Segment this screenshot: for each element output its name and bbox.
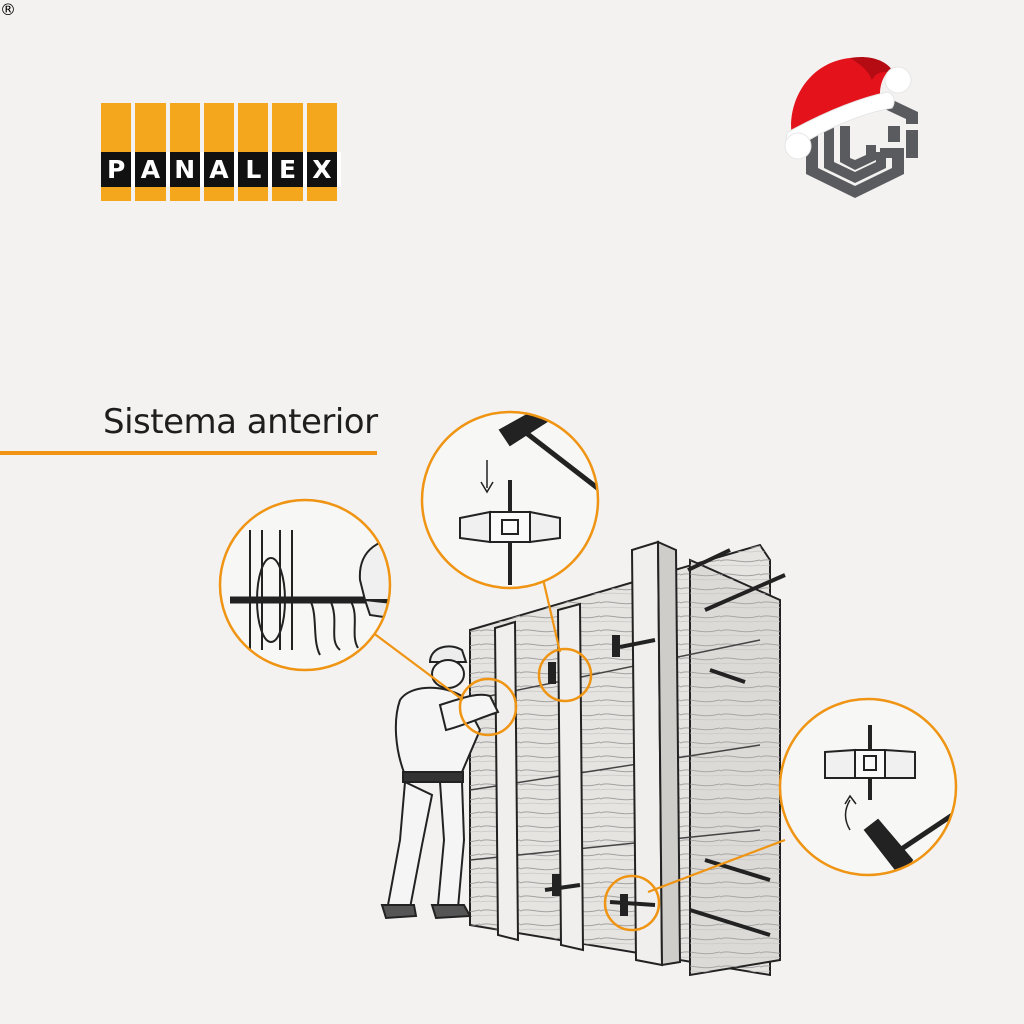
logo-letter: P (101, 152, 132, 187)
g-monogram-icon (784, 56, 918, 198)
section-heading: Sistema anterior (103, 402, 378, 442)
logo-letter: E (272, 152, 303, 187)
heading-underline (0, 451, 377, 455)
registered-mark: ® (0, 0, 16, 19)
callout-hammer-down (420, 410, 600, 590)
logo-letter: A (203, 152, 235, 187)
santa-hat-icon (784, 56, 912, 160)
formwork-illustration (218, 410, 958, 977)
logo-letter: A (135, 152, 166, 187)
logo-letter: X (306, 152, 337, 187)
logo-letter: N (169, 152, 200, 187)
formwork-wall (469, 540, 786, 977)
callout-hand-tightening (218, 498, 392, 672)
logo-letter: L (238, 152, 269, 187)
callout-hammer-up (778, 697, 958, 877)
detail-markers (458, 647, 661, 932)
